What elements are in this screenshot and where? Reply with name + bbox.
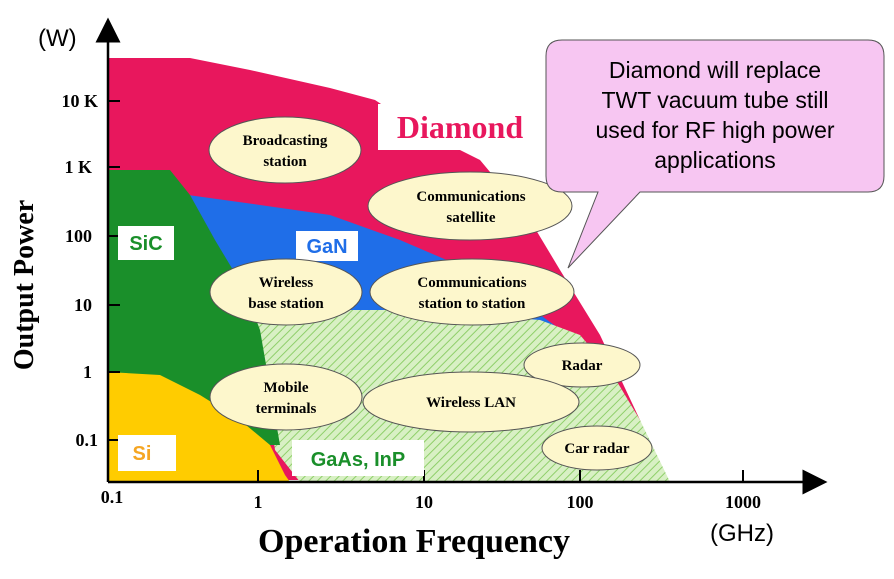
- bubble-comm-satellite: [367, 171, 573, 241]
- bubble-broadcasting: [208, 116, 362, 184]
- si-label-box: [118, 435, 176, 471]
- bubble-wireless-base: [209, 258, 363, 326]
- x-tick-label: 0.1: [101, 487, 124, 507]
- diamond-label: Diamond: [397, 109, 523, 145]
- x-axis-title: Operation Frequency: [258, 523, 570, 560]
- bubble-mobile: [209, 363, 363, 431]
- comm-satellite-label: satellite: [446, 210, 495, 226]
- bubble-car-radar: [541, 425, 653, 471]
- bubble-wireless-lan: [362, 371, 580, 433]
- x-tick-label: 10: [415, 492, 433, 512]
- gan-label-box: [296, 231, 358, 261]
- callout-bubble: [545, 39, 885, 269]
- wireless-base-label: Wireless: [259, 275, 314, 291]
- radar-label: Radar: [562, 358, 603, 374]
- y-tick-label: 10 K: [61, 91, 98, 111]
- diamond-label-box: [378, 104, 540, 150]
- x-tick-label: 100: [567, 492, 594, 512]
- y-tick-label: 10: [74, 295, 92, 315]
- gaas-label-box: [292, 440, 424, 476]
- mobile-label: terminals: [256, 401, 317, 417]
- x-axis-unit: (GHz): [710, 520, 774, 547]
- y-tick-label: 0.1: [76, 430, 99, 450]
- callout-text: Diamond will replace: [609, 57, 821, 83]
- y-axis-unit: (W): [38, 25, 77, 52]
- gan-label: GaN: [306, 236, 347, 258]
- bubble-comm-station: [369, 258, 575, 326]
- y-axis-title: Output Power: [9, 200, 40, 370]
- y-tick-label: 100: [65, 226, 92, 246]
- broadcasting-label: Broadcasting: [243, 133, 328, 149]
- comm-station-label: Communications: [417, 275, 526, 291]
- callout-text: applications: [654, 147, 775, 173]
- y-tick-label: 1 K: [64, 157, 92, 177]
- wireless-base-label: base station: [248, 296, 324, 312]
- broadcasting-label: station: [263, 154, 307, 170]
- si-label: Si: [133, 443, 152, 465]
- comm-station-label: station to station: [419, 296, 526, 312]
- x-tick-label: 1: [254, 492, 263, 512]
- mobile-label: Mobile: [264, 380, 309, 396]
- x-tick-label: 1000: [725, 492, 761, 512]
- comm-satellite-label: Communications: [416, 189, 525, 205]
- callout-text: used for RF high power: [595, 117, 834, 143]
- gaas-label: GaAs, InP: [311, 449, 405, 471]
- sic-label-box: [118, 226, 174, 260]
- car-radar-label: Car radar: [564, 441, 629, 457]
- bubble-radar: [523, 342, 641, 388]
- callout-text: TWT vacuum tube still: [601, 87, 828, 113]
- wireless-lan-label: Wireless LAN: [426, 395, 516, 411]
- y-tick-label: 1: [83, 362, 92, 382]
- sic-label: SiC: [129, 233, 162, 255]
